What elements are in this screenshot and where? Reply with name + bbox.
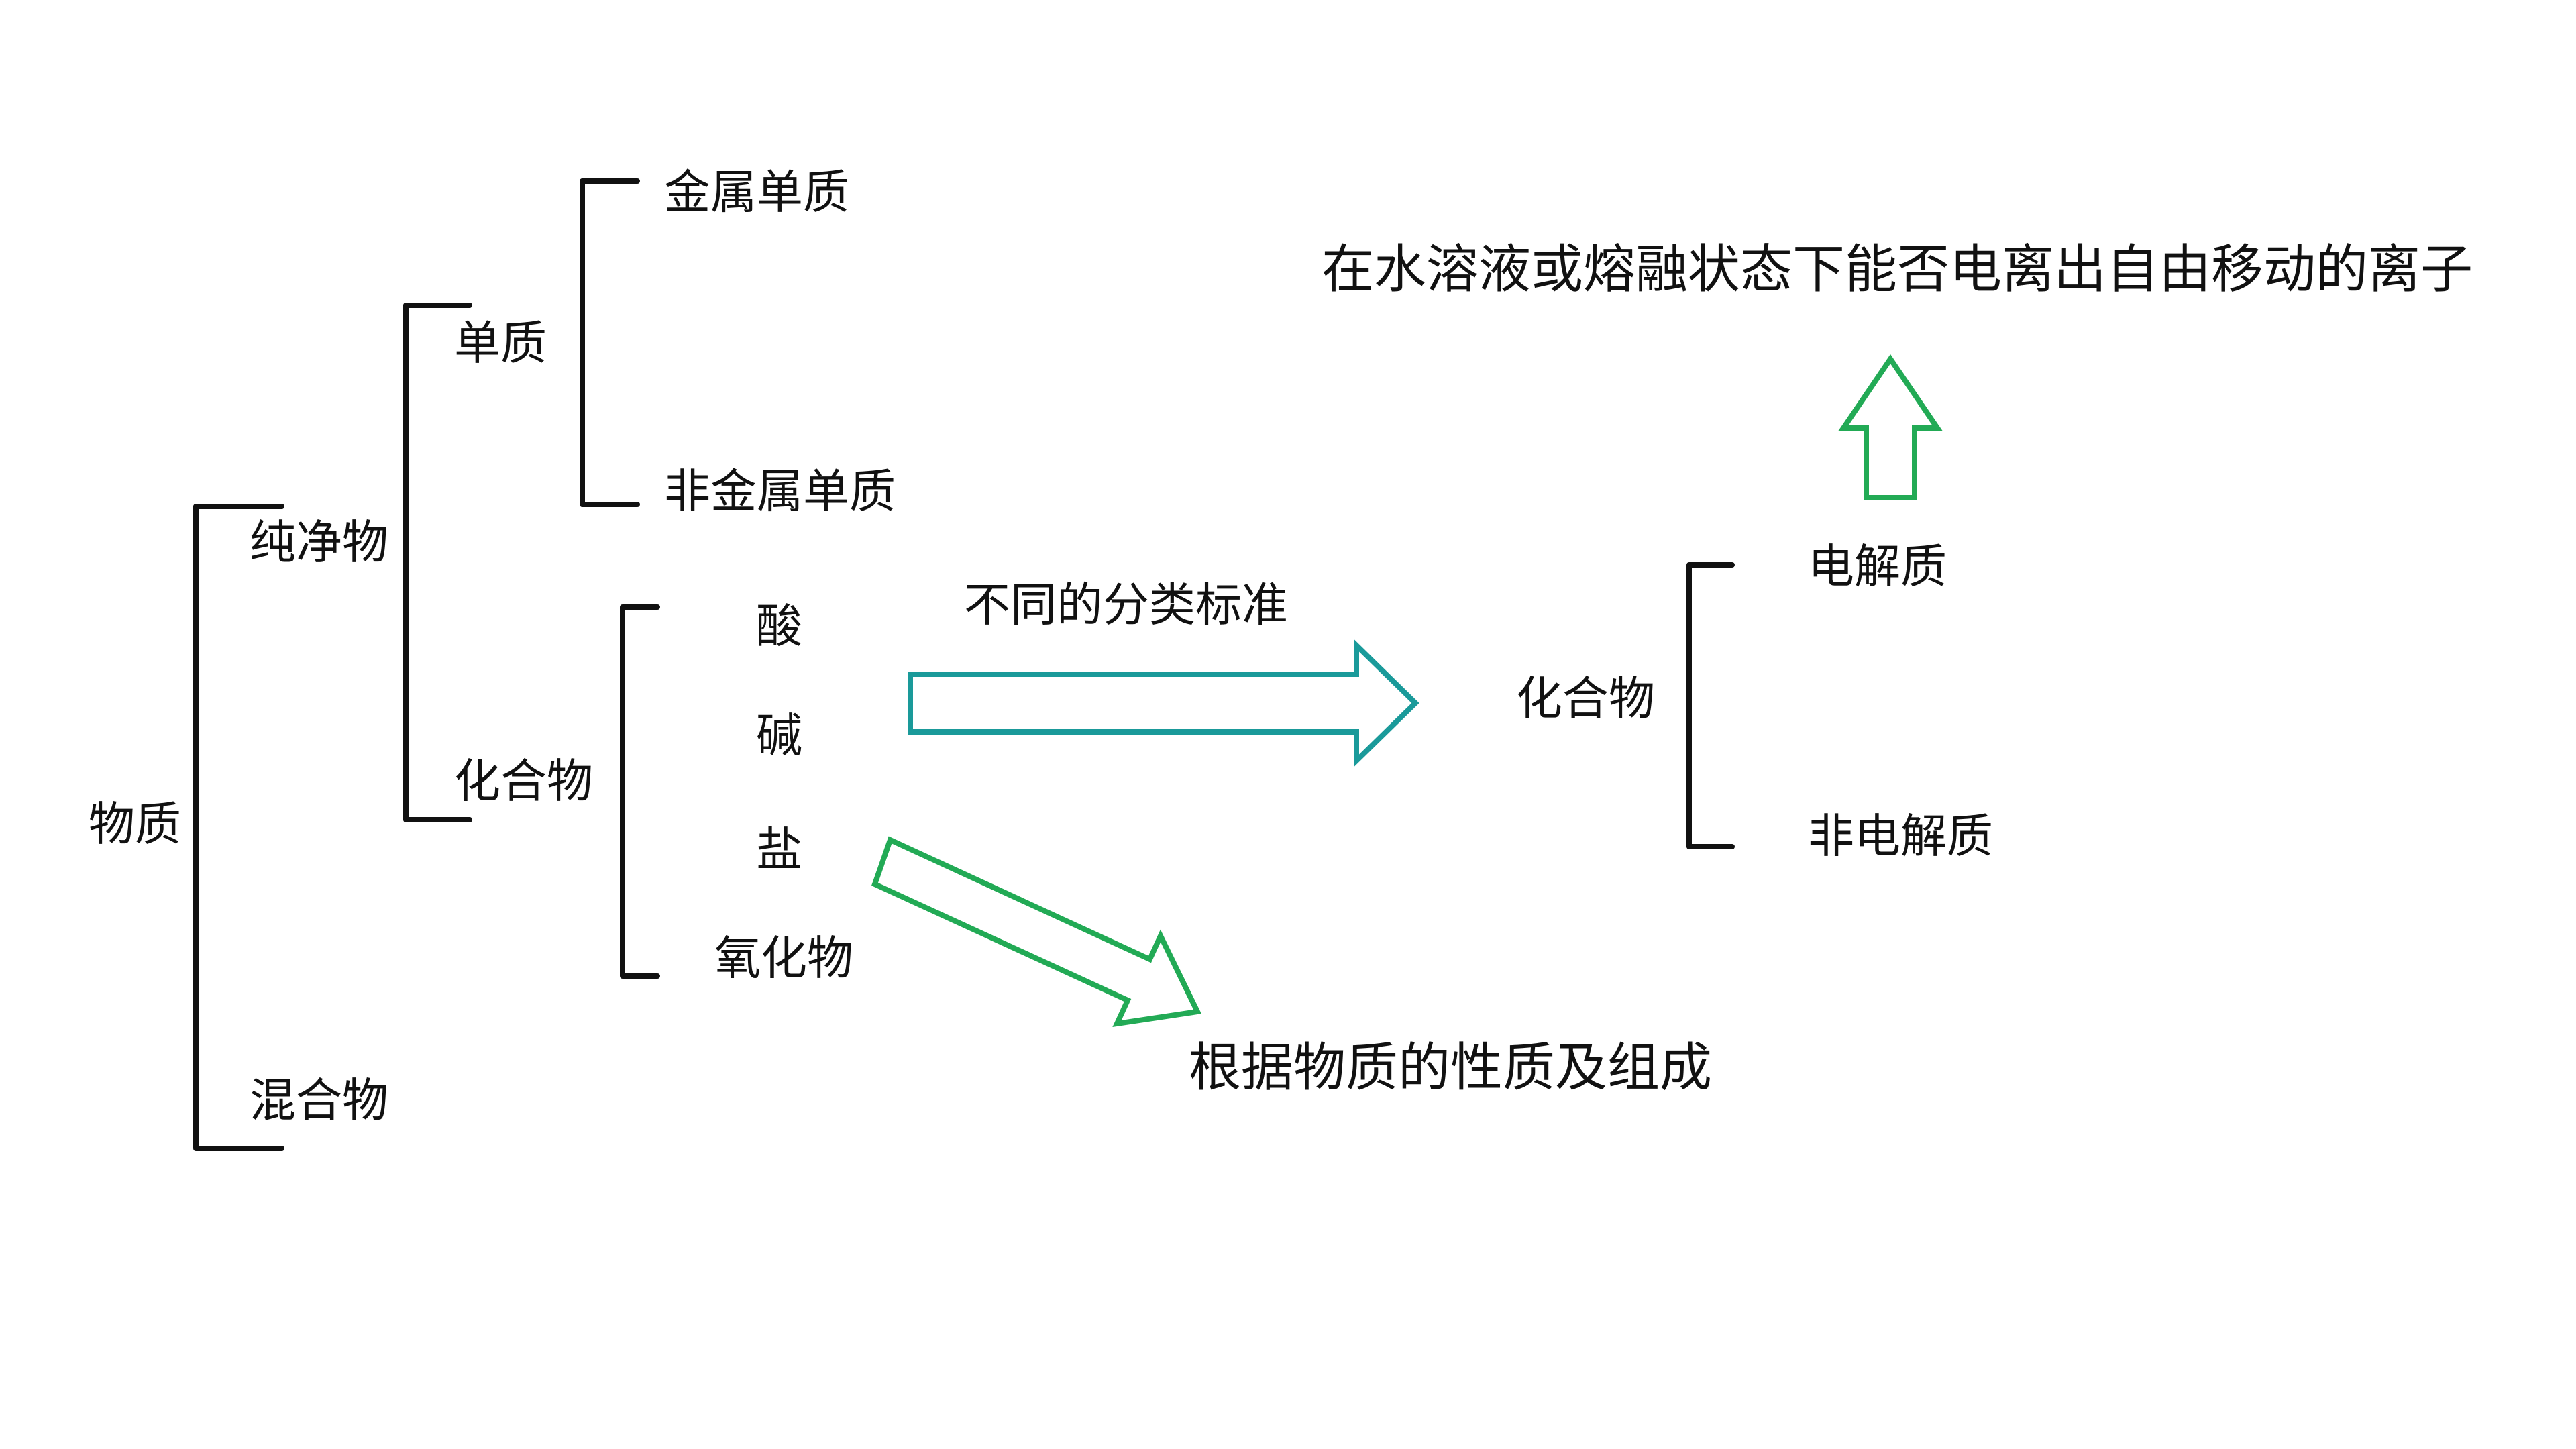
label-diff-standard: 不同的分类标准 — [964, 578, 1288, 632]
label-nonmetal-element: 非金属单质 — [664, 465, 896, 519]
label-element: 单质 — [454, 317, 547, 370]
label-nonelectrolyte: 非电解质 — [1808, 810, 1993, 863]
arrow-right-teal — [908, 639, 1419, 767]
label-electrolyte: 电解质 — [1808, 540, 1947, 594]
label-ionization-criterion: 在水溶液或熔融状态下能否电离出自由移动的离子 — [1322, 239, 2473, 300]
label-metal-element: 金属单质 — [664, 166, 849, 219]
label-base: 碱 — [756, 709, 802, 763]
brace-pure-substance — [403, 303, 472, 822]
brace-matter — [193, 504, 284, 1151]
label-mixture: 混合物 — [250, 1074, 388, 1128]
label-compound: 化合物 — [454, 755, 593, 808]
label-acid: 酸 — [756, 600, 802, 653]
arrow-up-green — [1838, 354, 1943, 500]
label-compound-right: 化合物 — [1516, 672, 1655, 726]
label-property-criterion: 根据物质的性质及组成 — [1189, 1038, 1712, 1098]
brace-compound — [620, 604, 660, 979]
label-salt: 盐 — [756, 823, 802, 877]
brace-electrolyte — [1686, 562, 1735, 849]
label-pure-substance: 纯净物 — [250, 516, 388, 570]
label-oxide: 氧化物 — [714, 932, 853, 985]
label-matter: 物质 — [89, 798, 181, 851]
arrow-diagonal-green — [871, 836, 1201, 1028]
brace-element — [580, 178, 640, 507]
